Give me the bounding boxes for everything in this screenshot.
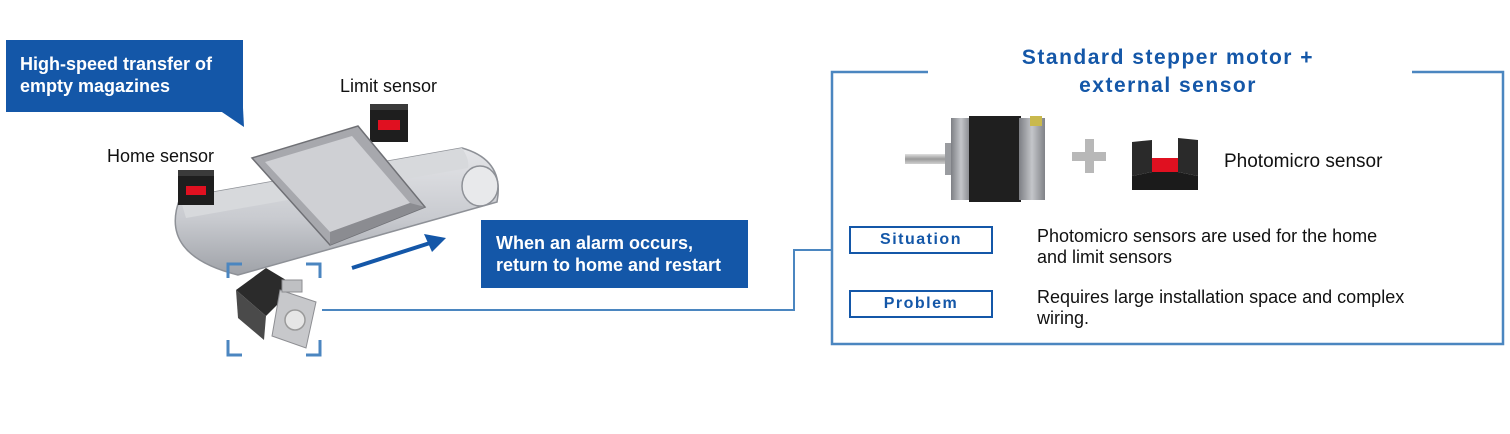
- transfer-callout: High-speed transfer of empty magazines: [6, 40, 243, 112]
- info-panel-frame: [830, 70, 1505, 346]
- alarm-callout: When an alarm occurs, return to home and…: [481, 220, 748, 288]
- limit-sensor-icon: [370, 104, 408, 142]
- transfer-callout-line: High-speed transfer of: [20, 54, 213, 74]
- situation-text: Photomicro sensors are used for the home…: [1037, 226, 1487, 268]
- plus-icon: [1072, 139, 1106, 173]
- situation-text-line: and limit sensors: [1037, 247, 1173, 267]
- callout-pointer: [216, 108, 244, 127]
- limit-sensor-label: Limit sensor: [340, 76, 438, 96]
- home-sensor-icon: [178, 170, 214, 205]
- home-sensor-label: Home sensor: [107, 146, 215, 166]
- panel-title-line: external sensor: [1079, 74, 1257, 97]
- stepper-motor-icon: [905, 116, 1045, 202]
- connector-line: [322, 249, 832, 311]
- conveyor-stepper-motor-icon: [236, 268, 317, 349]
- situation-tag: Situation: [849, 226, 993, 254]
- problem-tag: Problem: [849, 290, 993, 318]
- alarm-callout-line: return to home and restart: [496, 255, 722, 275]
- alarm-callout-line: When an alarm occurs,: [496, 233, 694, 253]
- transfer-callout-line: empty magazines: [20, 76, 171, 96]
- photomicro-sensor-icon: [1132, 138, 1198, 190]
- panel-title-line: Standard stepper motor +: [1021, 46, 1315, 69]
- problem-text: Requires large installation space and co…: [1037, 287, 1487, 329]
- panel-title: Standard stepper motor + external sensor: [928, 44, 1408, 100]
- situation-text-line: Photomicro sensors are used for the home: [1037, 226, 1378, 246]
- direction-arrow: [351, 234, 446, 270]
- problem-text-line: wiring.: [1037, 308, 1090, 328]
- problem-text-line: Requires large installation space and co…: [1037, 287, 1405, 307]
- magazine-tray: [250, 125, 427, 246]
- photomicro-sensor-label: Photomicro sensor: [1224, 151, 1383, 172]
- focus-brackets: [226, 262, 322, 357]
